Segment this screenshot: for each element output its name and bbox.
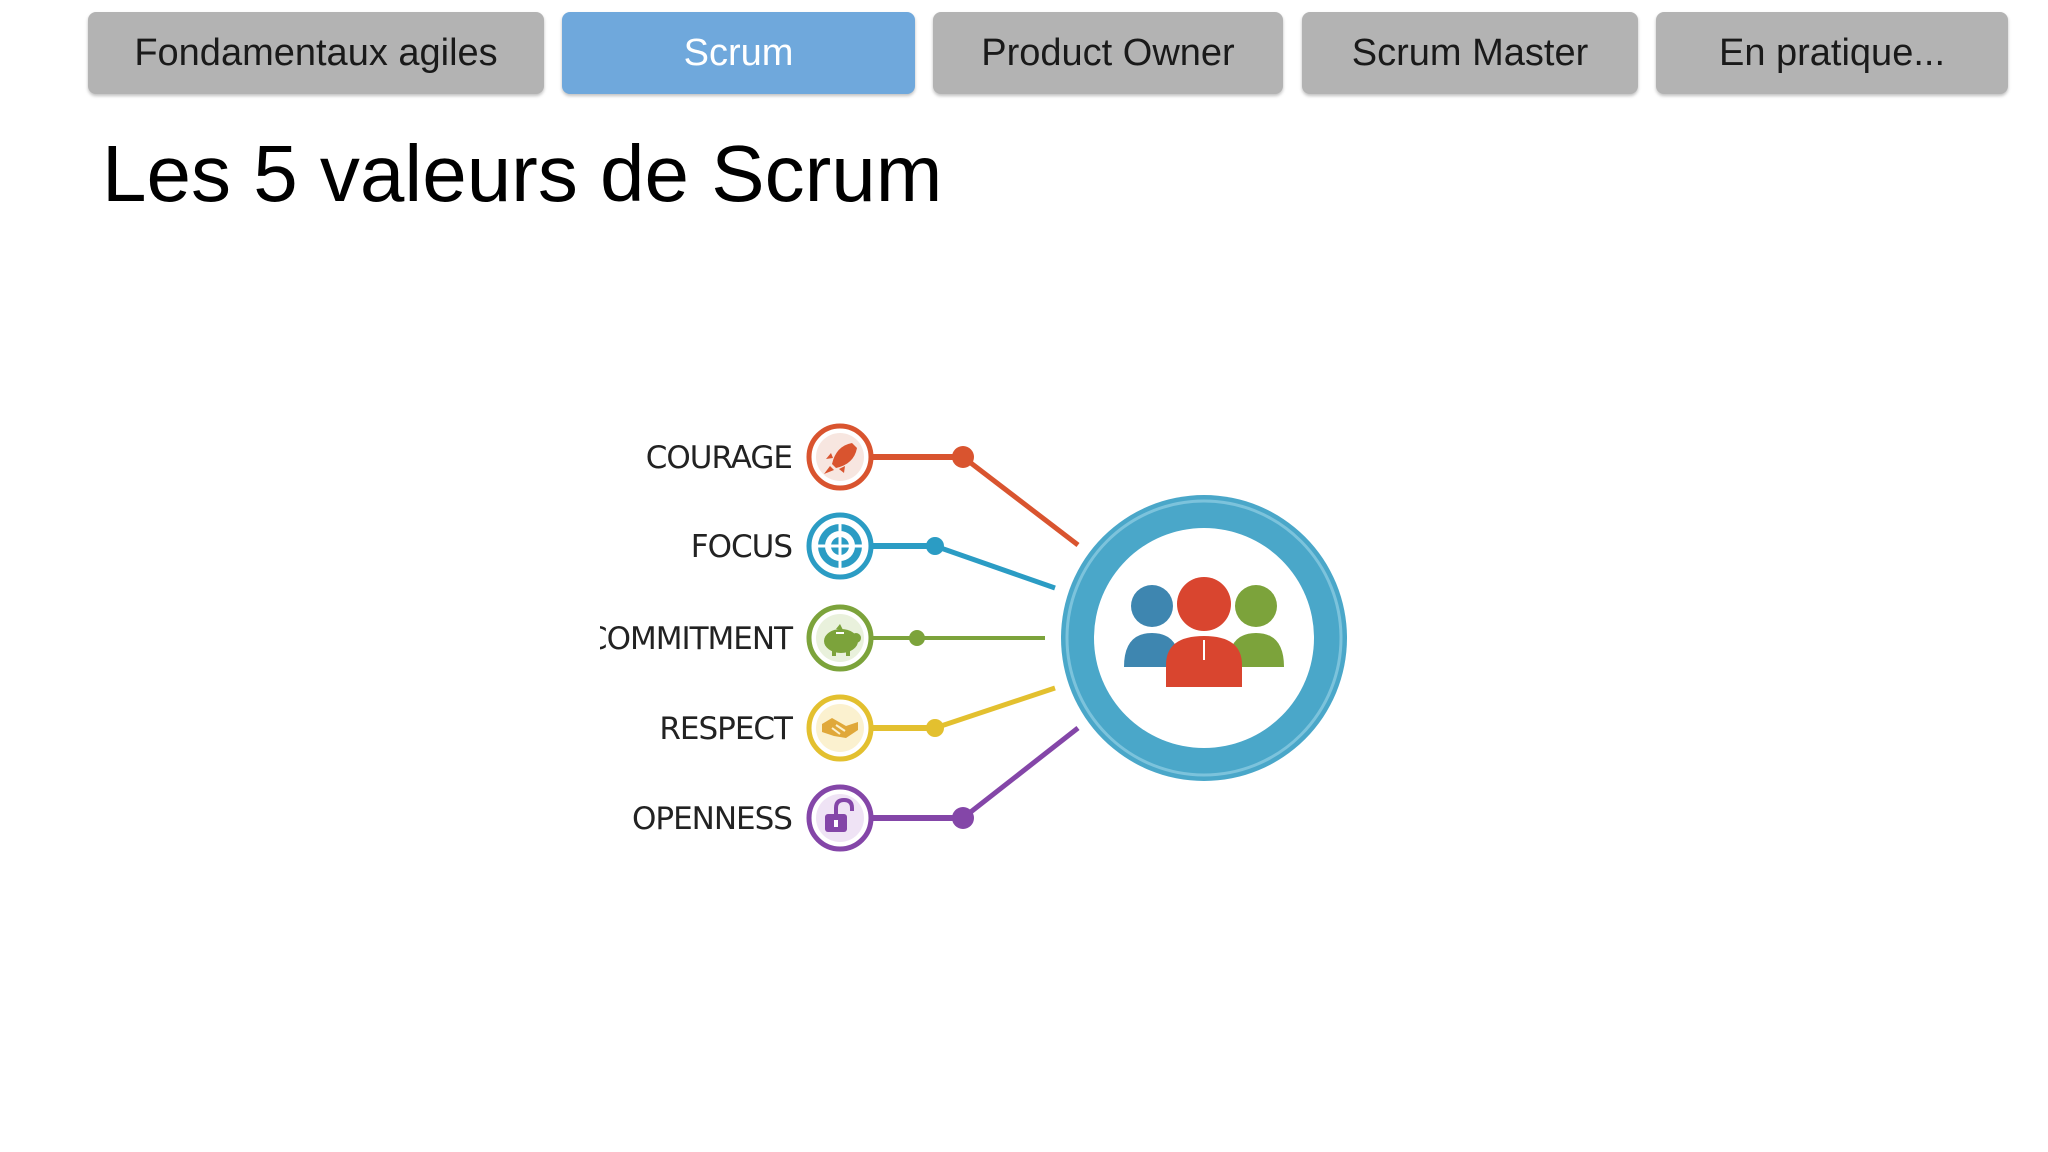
piggy-bank-icon [806, 604, 874, 672]
top-navigation: Fondamentaux agiles Scrum Product Owner … [0, 0, 2048, 100]
value-label-respect: RESPECT [659, 711, 794, 747]
tab-scrum-master[interactable]: Scrum Master [1302, 12, 1638, 94]
connector-commitment [872, 630, 1045, 646]
tab-product-owner[interactable]: Product Owner [933, 12, 1283, 94]
tab-fondamentaux-agiles[interactable]: Fondamentaux agiles [88, 12, 544, 94]
rocket-icon [806, 423, 874, 491]
page-title: Les 5 valeurs de Scrum [102, 129, 943, 218]
connector-focus [872, 537, 1056, 591]
value-label-commitment: COMMITMENT [600, 621, 794, 657]
value-label-openness: OPENNESS [632, 801, 792, 837]
tab-scrum[interactable]: Scrum [562, 12, 915, 94]
target-icon [806, 512, 874, 580]
connector-openness [872, 726, 1080, 829]
value-label-focus: FOCUS [691, 529, 792, 565]
unlocked-padlock-icon [806, 784, 874, 852]
connector-respect [872, 685, 1056, 737]
value-label-courage: COURAGE [646, 440, 792, 476]
handshake-icon [806, 694, 874, 762]
tab-en-pratique[interactable]: En pratique... [1656, 12, 2008, 94]
connector-courage [872, 446, 1080, 547]
scrum-values-diagram: COURAGE FOCUS COMMITMENT RESPECT OPENNES… [600, 423, 1347, 852]
team-icon [1124, 577, 1284, 687]
